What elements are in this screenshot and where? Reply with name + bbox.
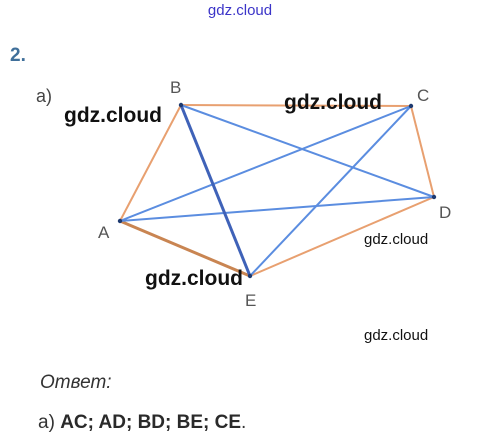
diagonal-ad (119, 196, 435, 222)
answer-line: а) AC; AD; BD; BE; CE. (38, 412, 246, 434)
diagonal-ac (119, 105, 412, 222)
answer-value: AC; AD; BD; BE; CE (60, 412, 242, 433)
vertex-label-e: E (245, 291, 257, 310)
diagonal-bd (180, 104, 435, 198)
vertex-label-a: A (98, 223, 110, 242)
vertex-b-point (178, 102, 184, 108)
diagonal-be (179, 104, 252, 277)
vertex-a-point (117, 218, 123, 224)
watermark: gdz.cloud (64, 104, 162, 127)
vertex-label-c: C (417, 86, 430, 105)
watermark: gdz.cloud (364, 327, 429, 344)
diagonal-ce (249, 105, 412, 277)
answer-suffix: . (241, 412, 247, 433)
answer-prefix: а) (38, 412, 61, 433)
answer-heading: Ответ: (40, 372, 112, 393)
side-bc (180, 104, 412, 107)
vertex-d-point (431, 194, 437, 200)
side-de (249, 196, 435, 277)
side-cd (410, 105, 435, 198)
vertex-e-point (247, 273, 253, 279)
task-number: 2. (10, 45, 26, 66)
vertex-c-point (408, 103, 414, 109)
vertex-label-d: D (439, 203, 452, 222)
side-ab (119, 104, 182, 222)
watermark: gdz.cloud (364, 231, 429, 248)
side-ea (119, 219, 251, 278)
vertex-label-b: B (170, 78, 182, 97)
site-header[interactable]: gdz.cloud (207, 2, 273, 19)
part-label: а) (36, 86, 53, 106)
watermark: gdz.cloud (145, 267, 243, 290)
watermark: gdz.cloud (284, 91, 382, 114)
